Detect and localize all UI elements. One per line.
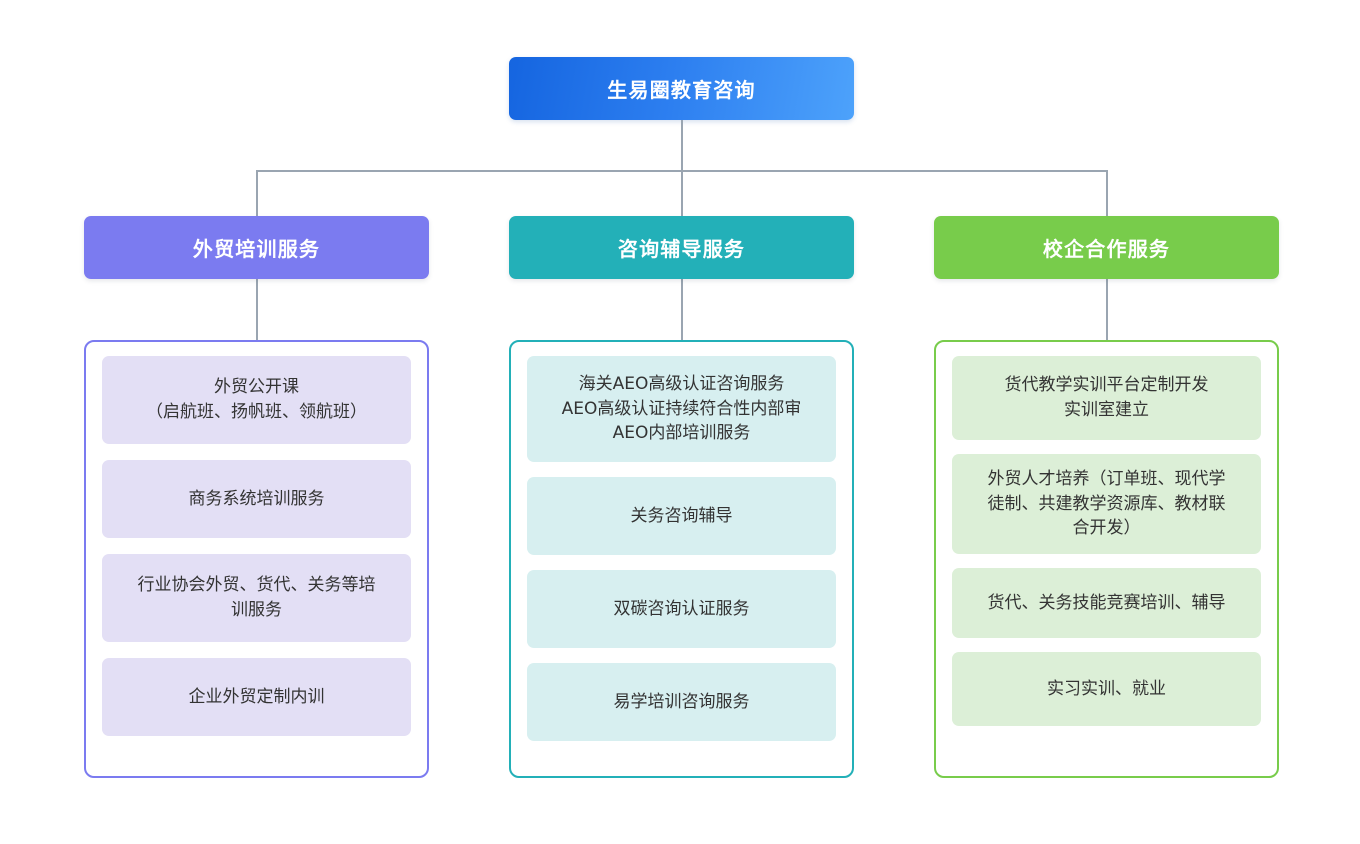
connector-branch-1-to-body xyxy=(256,279,258,341)
service-item[interactable]: 关务咨询辅导 xyxy=(527,477,836,555)
service-item-line: 行业协会外贸、货代、关务等培 xyxy=(137,575,376,596)
service-item[interactable]: 易学培训咨询服务 xyxy=(527,663,836,741)
branch-column-xiaoqi-hezuo: 校企合作服务 货代教学实训平台定制开发 实训室建立 外贸人才培养（订单班、现代学… xyxy=(934,216,1279,778)
service-item-line: 企业外贸定制内训 xyxy=(188,686,325,707)
branch-header-3[interactable]: 校企合作服务 xyxy=(934,216,1279,279)
service-item[interactable]: 外贸公开课 （启航班、扬帆班、领航班） xyxy=(102,356,411,444)
service-item-line: 海关AEO高级认证咨询服务 xyxy=(578,374,785,395)
service-item-line: 货代、关务技能竞赛培训、辅导 xyxy=(987,592,1226,613)
service-item[interactable]: 货代教学实训平台定制开发 实训室建立 xyxy=(952,356,1261,440)
root-node-label: 生易圈教育咨询 xyxy=(607,78,756,102)
service-item-line: 实习实训、就业 xyxy=(1047,678,1166,699)
branch-header-2-label: 咨询辅导服务 xyxy=(617,237,746,261)
branch-column-zixun-fudao: 咨询辅导服务 海关AEO高级认证咨询服务 AEO高级认证持续符合性内部审 AEO… xyxy=(509,216,854,778)
service-item-line: 训服务 xyxy=(231,600,282,620)
service-item[interactable]: 企业外贸定制内训 xyxy=(102,658,411,736)
service-item-line: 合开发） xyxy=(1072,518,1141,539)
branch-column-waimao-peixun: 外贸培训服务 外贸公开课 （启航班、扬帆班、领航班） 商务系统培训服务 行业协会… xyxy=(84,216,429,778)
branch-header-2[interactable]: 咨询辅导服务 xyxy=(509,216,854,279)
service-item-line: 徒制、共建教学资源库、教材联 xyxy=(987,493,1226,514)
connector-branch-3-to-body xyxy=(1106,279,1108,341)
service-item-line: AEO高级认证持续符合性内部审 xyxy=(561,398,802,419)
service-item-line: 双碳咨询认证服务 xyxy=(613,598,750,619)
service-item-line: 易学培训咨询服务 xyxy=(613,691,750,712)
service-item[interactable]: 商务系统培训服务 xyxy=(102,460,411,538)
branch-body-1: 外贸公开课 （启航班、扬帆班、领航班） 商务系统培训服务 行业协会外贸、货代、关… xyxy=(84,340,429,778)
service-item-line: （启航班、扬帆班、领航班） xyxy=(146,402,367,422)
branch-header-3-label: 校企合作服务 xyxy=(1042,237,1171,261)
connector-root-vertical xyxy=(681,120,683,171)
service-item-line: AEO内部培训服务 xyxy=(612,423,751,444)
service-item-line: 货代教学实训平台定制开发 xyxy=(1004,375,1209,396)
root-node[interactable]: 生易圈教育咨询 xyxy=(509,57,854,120)
service-item[interactable]: 货代、关务技能竞赛培训、辅导 xyxy=(952,568,1261,638)
service-item-line: 关务咨询辅导 xyxy=(630,505,733,526)
service-item[interactable]: 双碳咨询认证服务 xyxy=(527,570,836,648)
branch-header-1[interactable]: 外贸培训服务 xyxy=(84,216,429,279)
connector-branch-3-drop xyxy=(1106,170,1108,217)
service-item-line: 外贸人才培养（订单班、现代学 xyxy=(987,469,1226,490)
service-item-line: 商务系统培训服务 xyxy=(188,488,325,509)
service-item-line: 实训室建立 xyxy=(1064,400,1149,420)
service-item[interactable]: 海关AEO高级认证咨询服务 AEO高级认证持续符合性内部审 AEO内部培训服务 xyxy=(527,356,836,462)
service-item[interactable]: 行业协会外贸、货代、关务等培 训服务 xyxy=(102,554,411,642)
branch-body-3: 货代教学实训平台定制开发 实训室建立 外贸人才培养（订单班、现代学 徒制、共建教… xyxy=(934,340,1279,778)
service-item[interactable]: 外贸人才培养（订单班、现代学 徒制、共建教学资源库、教材联 合开发） xyxy=(952,454,1261,554)
connector-branch-2-to-body xyxy=(681,279,683,341)
service-item-line: 外贸公开课 xyxy=(214,377,299,398)
branch-body-2: 海关AEO高级认证咨询服务 AEO高级认证持续符合性内部审 AEO内部培训服务 … xyxy=(509,340,854,778)
service-item[interactable]: 实习实训、就业 xyxy=(952,652,1261,726)
branch-header-1-label: 外贸培训服务 xyxy=(192,237,321,261)
connector-branch-2-drop xyxy=(681,170,683,217)
connector-branch-1-drop xyxy=(256,170,258,217)
